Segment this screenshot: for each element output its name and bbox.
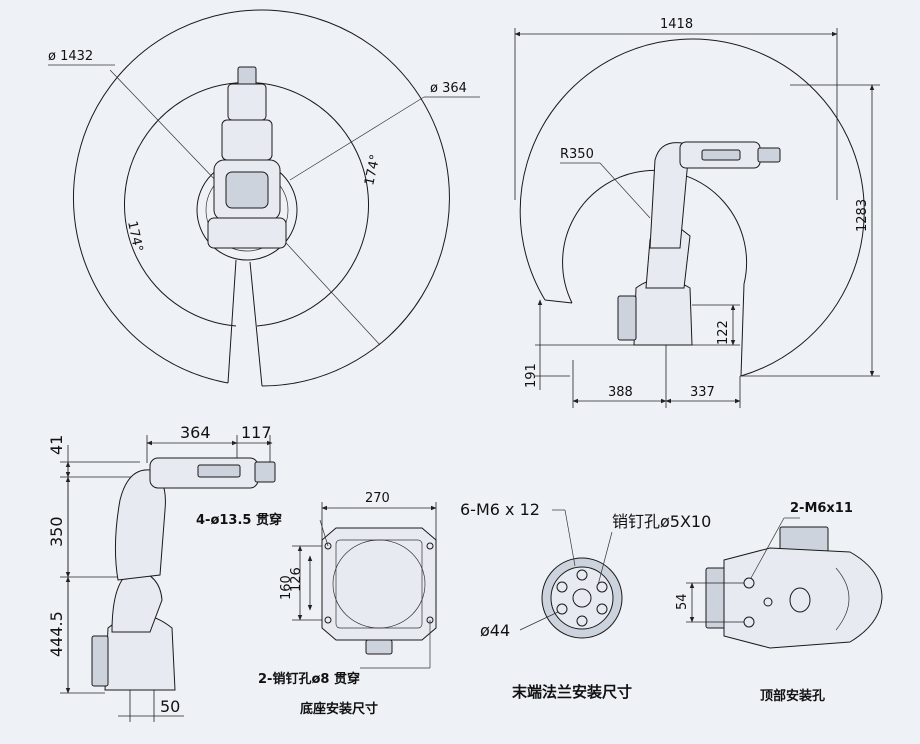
- top-41-label: 41: [47, 435, 66, 455]
- floor-offset-label: 191: [524, 363, 539, 388]
- inner-reach-label: ø 364: [430, 81, 467, 96]
- outer-reach-label: ø 1432: [48, 49, 93, 64]
- angle-right-label: 174°: [362, 153, 383, 187]
- base-height-label: 122: [716, 320, 731, 345]
- flange-caption: 末端法兰安装尺寸: [512, 683, 632, 701]
- flange-pin-label: 销钉孔ø5X10: [612, 512, 711, 531]
- robot-front-silhouette: [91, 457, 276, 691]
- side-height-label: 1283: [855, 199, 870, 232]
- top-54-label: 54: [675, 593, 690, 610]
- top-view-workspace: ø 1432 ø 364 174° 174°: [48, 9, 480, 387]
- flange-thread-label: 6-M6 x 12: [460, 500, 540, 519]
- side-width-label: 1418: [660, 17, 693, 32]
- base-50-label: 50: [160, 697, 180, 716]
- base-plate-view: 270 126 160 4-ø13.5 贯穿 2-销钉孔ø8 贯穿 底座安装尺寸: [196, 491, 437, 717]
- hole-spacing-label: 126: [289, 567, 304, 592]
- flange-diameter-label: ø44: [480, 621, 510, 640]
- plate-width-label: 270: [365, 491, 390, 506]
- arm-350-label: 350: [47, 516, 66, 547]
- dist-left-label: 388: [608, 385, 633, 400]
- base-444-label: 444.5: [47, 611, 66, 657]
- plate-height-label: 160: [279, 575, 294, 600]
- radius-label: R350: [560, 147, 594, 162]
- plate-holes-label: 4-ø13.5 贯穿: [196, 512, 282, 528]
- robot-top-silhouette: [207, 66, 287, 249]
- dist-right-label: 337: [690, 385, 715, 400]
- angle-left-label: 174°: [124, 220, 145, 254]
- top-mount-view: 2-M6x11 54 顶部安装孔: [675, 501, 883, 704]
- plate-caption: 底座安装尺寸: [300, 701, 378, 717]
- robot-side-silhouette: [617, 141, 781, 346]
- top-holes-label: 2-M6x11: [790, 501, 853, 516]
- plate-pin-label: 2-销钉孔ø8 贯穿: [258, 671, 360, 687]
- side-view-workspace: 1418 1283 R350 122 191 388 337: [514, 17, 880, 408]
- top-holes-caption: 顶部安装孔: [760, 688, 825, 704]
- front-view: 364 117 41 350 444.5 50: [47, 423, 276, 722]
- end-flange-view: 6-M6 x 12 销钉孔ø5X10 ø44 末端法兰安装尺寸: [460, 500, 711, 701]
- flange-length-label: 117: [241, 423, 272, 442]
- offset-h-label: 364: [180, 423, 211, 442]
